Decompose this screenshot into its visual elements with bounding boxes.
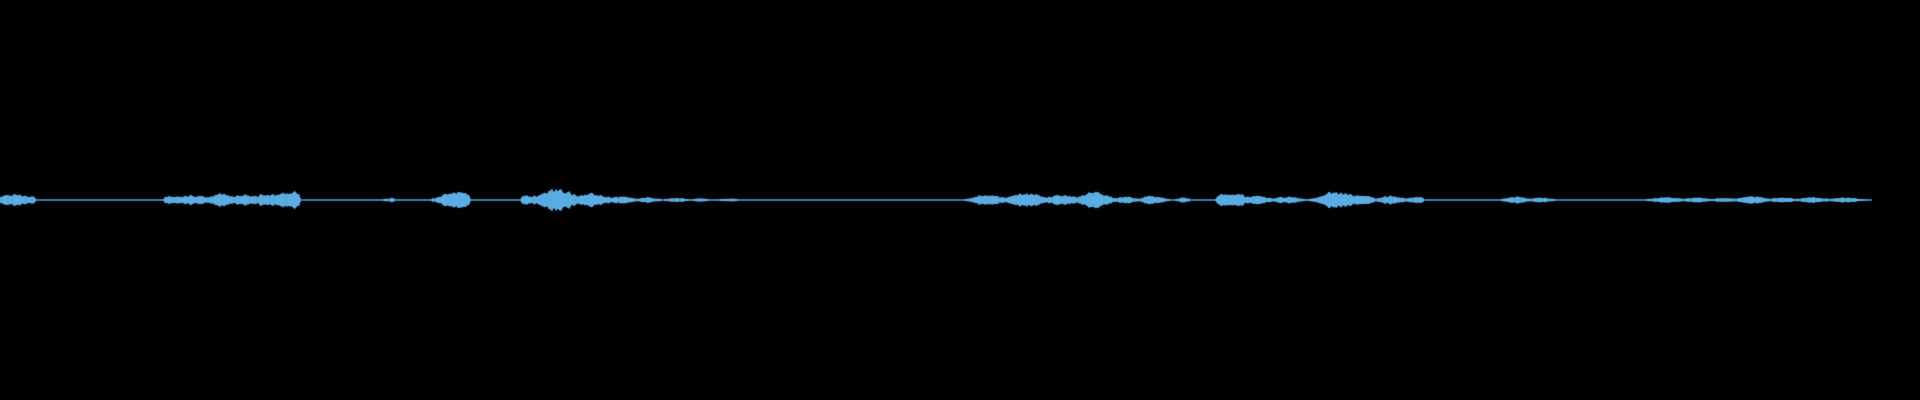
audio-waveform-viewer[interactable] <box>0 0 1920 400</box>
waveform-canvas[interactable] <box>0 0 1920 400</box>
